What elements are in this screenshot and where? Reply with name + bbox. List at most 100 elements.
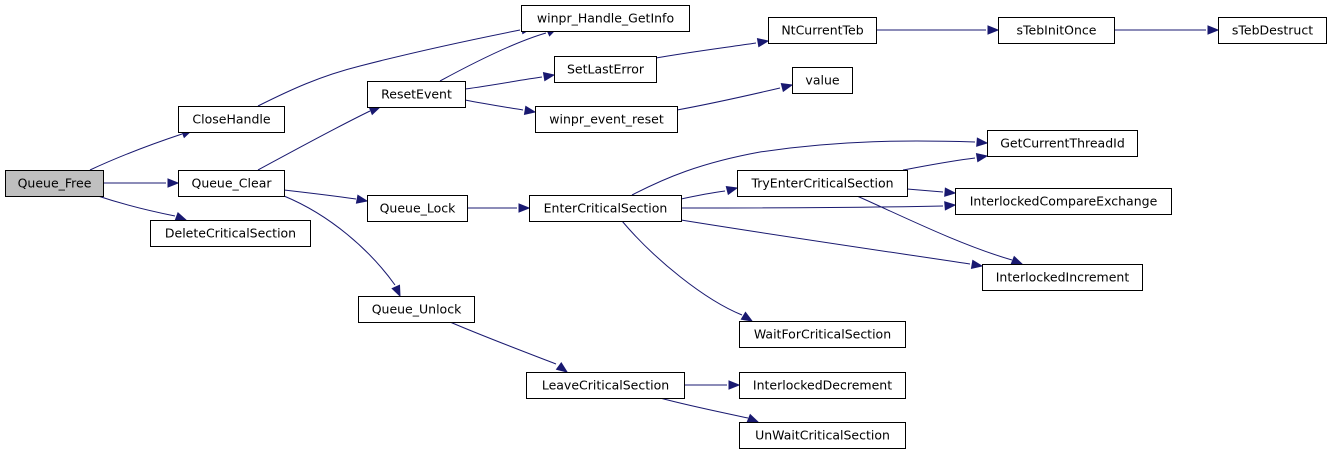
node-value[interactable]: value — [792, 67, 853, 94]
arrowhead — [728, 380, 741, 390]
node-reset-event[interactable]: ResetEvent — [367, 81, 466, 108]
edge-nt-current-teb-to-steb-init-once — [876, 25, 1000, 35]
node-label: UnWaitCriticalSection — [755, 428, 890, 443]
node-box — [521, 5, 690, 32]
node-label: InterlockedDecrement — [753, 378, 892, 393]
node-leave-critical-section[interactable]: LeaveCriticalSection — [526, 372, 685, 399]
node-wait-for-critical-section[interactable]: WaitForCriticalSection — [739, 321, 906, 348]
edge-reset-event-to-winpr-event-reset — [464, 99, 537, 115]
edge-line — [902, 157, 976, 171]
node-enter-critical-section[interactable]: EnterCriticalSection — [529, 195, 682, 222]
node-box — [358, 296, 475, 323]
node-box — [535, 106, 678, 133]
edge-line — [449, 321, 557, 365]
node-get-current-thread-id[interactable]: GetCurrentThreadId — [987, 130, 1138, 157]
edge-line — [906, 188, 944, 193]
arrowhead — [542, 72, 556, 82]
node-label: winpr_event_reset — [549, 112, 664, 127]
edge-line — [680, 219, 971, 265]
node-label: WaitForCriticalSection — [754, 327, 891, 342]
node-queue-free[interactable]: Queue_Free — [5, 170, 104, 197]
node-box — [792, 67, 853, 94]
node-label: ResetEvent — [381, 87, 452, 102]
node-box — [367, 195, 468, 222]
edge-line — [97, 195, 176, 217]
edge-reset-event-to-winpr-handle-getinfo — [439, 27, 559, 82]
node-label: TryEnterCriticalSection — [750, 176, 893, 191]
node-label: Queue_Free — [18, 176, 92, 191]
arrowhead — [523, 105, 537, 115]
node-box — [739, 321, 906, 348]
node-queue-clear[interactable]: Queue_Clear — [178, 170, 285, 197]
node-delete-critical-section[interactable]: DeleteCriticalSection — [150, 220, 311, 247]
node-label: Queue_Clear — [191, 176, 272, 191]
node-queue-unlock[interactable]: Queue_Unlock — [358, 296, 475, 323]
node-unwait-critical-section[interactable]: UnWaitCriticalSection — [739, 422, 906, 449]
arrowhead — [780, 82, 794, 93]
node-queue-lock[interactable]: Queue_Lock — [367, 195, 468, 222]
arrowhead — [944, 187, 957, 197]
edge-try-enter-critical-section-to-interlocked-increment — [856, 195, 1024, 265]
node-label: CloseHandle — [192, 112, 270, 127]
arrowhead — [970, 259, 984, 269]
node-box — [739, 422, 906, 449]
node-set-last-error[interactable]: SetLastError — [554, 56, 657, 83]
node-label: InterlockedIncrement — [996, 270, 1130, 285]
node-try-enter-critical-section[interactable]: TryEnterCriticalSection — [737, 170, 908, 197]
node-box — [768, 17, 877, 44]
node-box — [737, 170, 908, 197]
node-box — [5, 170, 104, 197]
node-interlocked-decrement[interactable]: InterlockedDecrement — [739, 372, 906, 399]
node-winpr-event-reset[interactable]: winpr_event_reset — [535, 106, 678, 133]
arrowhead — [167, 178, 180, 188]
edge-queue-free-to-queue-clear — [103, 178, 180, 188]
node-box — [178, 170, 285, 197]
edge-try-enter-critical-section-to-interlocked-compare-exchange — [906, 187, 957, 197]
edge-queue-free-to-delete-critical-section — [97, 195, 188, 221]
edge-line — [621, 220, 743, 316]
arrowhead — [555, 361, 569, 373]
nodes-layer: Queue_Free CloseHandleQueue_ClearDeleteCr… — [5, 5, 1327, 449]
node-box — [526, 372, 685, 399]
node-winpr-handle-getinfo[interactable]: winpr_Handle_GetInfo — [521, 5, 690, 32]
edge-line — [631, 140, 976, 196]
arrowhead — [987, 25, 1000, 35]
node-interlocked-compare-exchange[interactable]: InterlockedCompareExchange — [955, 188, 1172, 215]
edge-line — [89, 133, 183, 171]
node-box — [982, 264, 1143, 291]
arrowhead — [355, 194, 369, 204]
edge-reset-event-to-set-last-error — [464, 72, 556, 90]
arrowhead — [391, 284, 401, 298]
edge-leave-critical-section-to-unwait-critical-section — [659, 397, 760, 423]
arrowhead — [368, 106, 382, 116]
node-steb-init-once[interactable]: sTebInitOnce — [998, 17, 1115, 44]
edge-line — [283, 195, 396, 286]
edge-line — [676, 87, 781, 111]
edge-line — [680, 190, 726, 200]
edge-queue-clear-to-queue-unlock — [283, 195, 401, 298]
node-label: LeaveCriticalSection — [542, 378, 669, 393]
edge-winpr-event-reset-to-value — [676, 82, 794, 111]
edge-line — [659, 397, 749, 419]
node-nt-current-teb[interactable]: NtCurrentTeb — [768, 17, 877, 44]
node-steb-destruct[interactable]: sTebDestruct — [1218, 17, 1327, 44]
edge-leave-critical-section-to-interlocked-decrement — [684, 380, 741, 390]
edge-try-enter-critical-section-to-get-current-thread-id — [902, 153, 989, 171]
node-box — [998, 17, 1115, 44]
edge-queue-lock-to-enter-critical-section — [467, 203, 531, 213]
node-interlocked-increment[interactable]: InterlockedIncrement — [982, 264, 1143, 291]
edge-steb-init-once-to-steb-destruct — [1114, 25, 1220, 35]
node-label: sTebDestruct — [1232, 23, 1313, 38]
node-label: Queue_Unlock — [372, 302, 462, 317]
edge-queue-clear-to-queue-lock — [283, 189, 369, 204]
node-box — [554, 56, 657, 83]
arrowhead — [944, 201, 957, 211]
edge-enter-critical-section-to-wait-for-critical-section — [621, 220, 754, 322]
node-box — [150, 220, 311, 247]
edge-queue-free-to-close-handle — [89, 129, 194, 171]
edge-enter-critical-section-to-interlocked-compare-exchange — [680, 201, 957, 211]
edge-line — [439, 32, 547, 82]
node-close-handle[interactable]: CloseHandle — [178, 106, 285, 133]
edge-line — [257, 29, 521, 107]
edge-line — [283, 189, 357, 200]
